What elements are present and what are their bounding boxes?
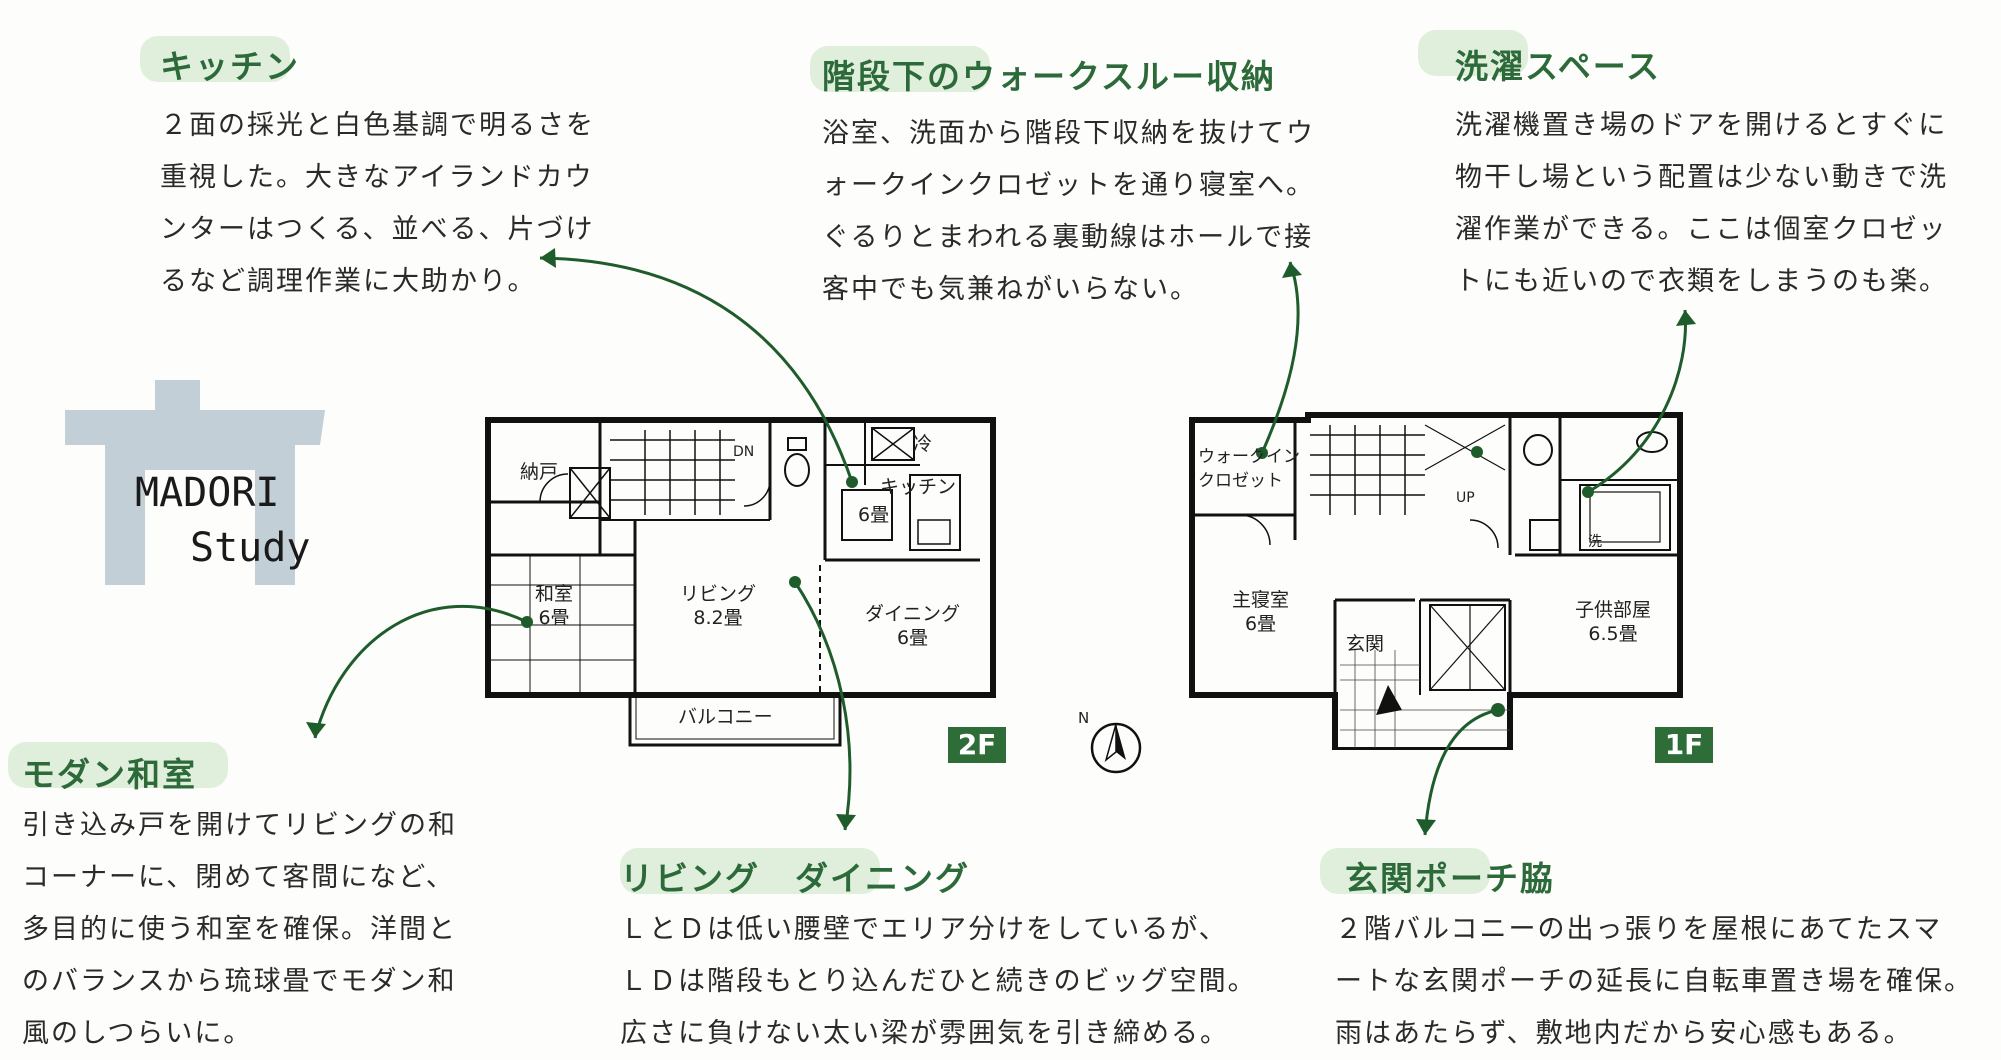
- room-kitchen-size: 6畳: [858, 504, 890, 526]
- laundry-title: 洗濯スペース: [1455, 47, 1662, 86]
- washitsu-description: 引き込み戸を開けてリビングの和 コーナーに、閉めて客間になど、 多目的に使う和室…: [22, 810, 457, 1049]
- compass-north-label: N: [1078, 709, 1090, 727]
- living-title-highlight: [620, 848, 880, 894]
- kitchen-description: ２面の採光と白色基調で明るさを 重視した。大きなアイランドカウ ンターはつくる、…: [160, 110, 595, 297]
- walkthrough-description: 浴室、洗面から階段下収納を抜けてウ ォークインクロゼットを通り寝室へ。 ぐるりと…: [822, 118, 1315, 305]
- stair-up-label: UP: [1456, 490, 1475, 506]
- stair-dn-label: DN: [733, 444, 755, 460]
- porch-description: ２階バルコニーの出っ張りを屋根にあてたスマ ートな玄関ポーチの延長に自転車置き場…: [1335, 914, 1973, 1049]
- porch-title-highlight: [1320, 848, 1490, 894]
- kitchen-title-highlight: [140, 36, 290, 82]
- room-walkin-closet: ウォークインクロゼット: [1198, 447, 1300, 491]
- room-balcony: バルコニー: [678, 706, 773, 728]
- washitsu-title: モダン和室: [22, 755, 197, 794]
- laundry-description: 洗濯機置き場のドアを開けるとすぐに 物干し場という配置は少ない動きで洗 濯作業が…: [1455, 110, 1948, 297]
- badge-1f: 1F: [1655, 727, 1713, 763]
- walkthrough-title: 階段下のウォークスルー収納: [822, 57, 1277, 96]
- floor-plan-1f: [1189, 412, 1683, 750]
- kitchen-title: キッチン: [160, 47, 300, 86]
- fridge-label: 冷: [913, 433, 933, 455]
- logo-line1: MADORI: [135, 470, 280, 516]
- living-description: ＬとＤは低い腰壁でエリア分けをしているが、 ＬＤは階段もとり込んだひと続きのビッ…: [620, 914, 1257, 1049]
- washer-label: 洗: [1588, 534, 1602, 550]
- room-entrance: 玄関: [1346, 633, 1385, 655]
- laundry-title-highlight: [1418, 30, 1528, 76]
- logo-line2: Study: [190, 525, 311, 571]
- living-title: リビング ダイニング: [620, 859, 970, 898]
- washitsu-title-highlight: [8, 742, 228, 788]
- madori-logo-mark: [65, 380, 325, 585]
- porch-title: 玄関ポーチ脇: [1345, 859, 1555, 898]
- room-nando: 納戸: [520, 461, 559, 483]
- room-kitchen: キッチン: [880, 476, 957, 498]
- badge-2f: 2F: [948, 727, 1006, 763]
- compass-icon: [1090, 722, 1142, 774]
- walkthrough-title-highlight: [810, 46, 990, 92]
